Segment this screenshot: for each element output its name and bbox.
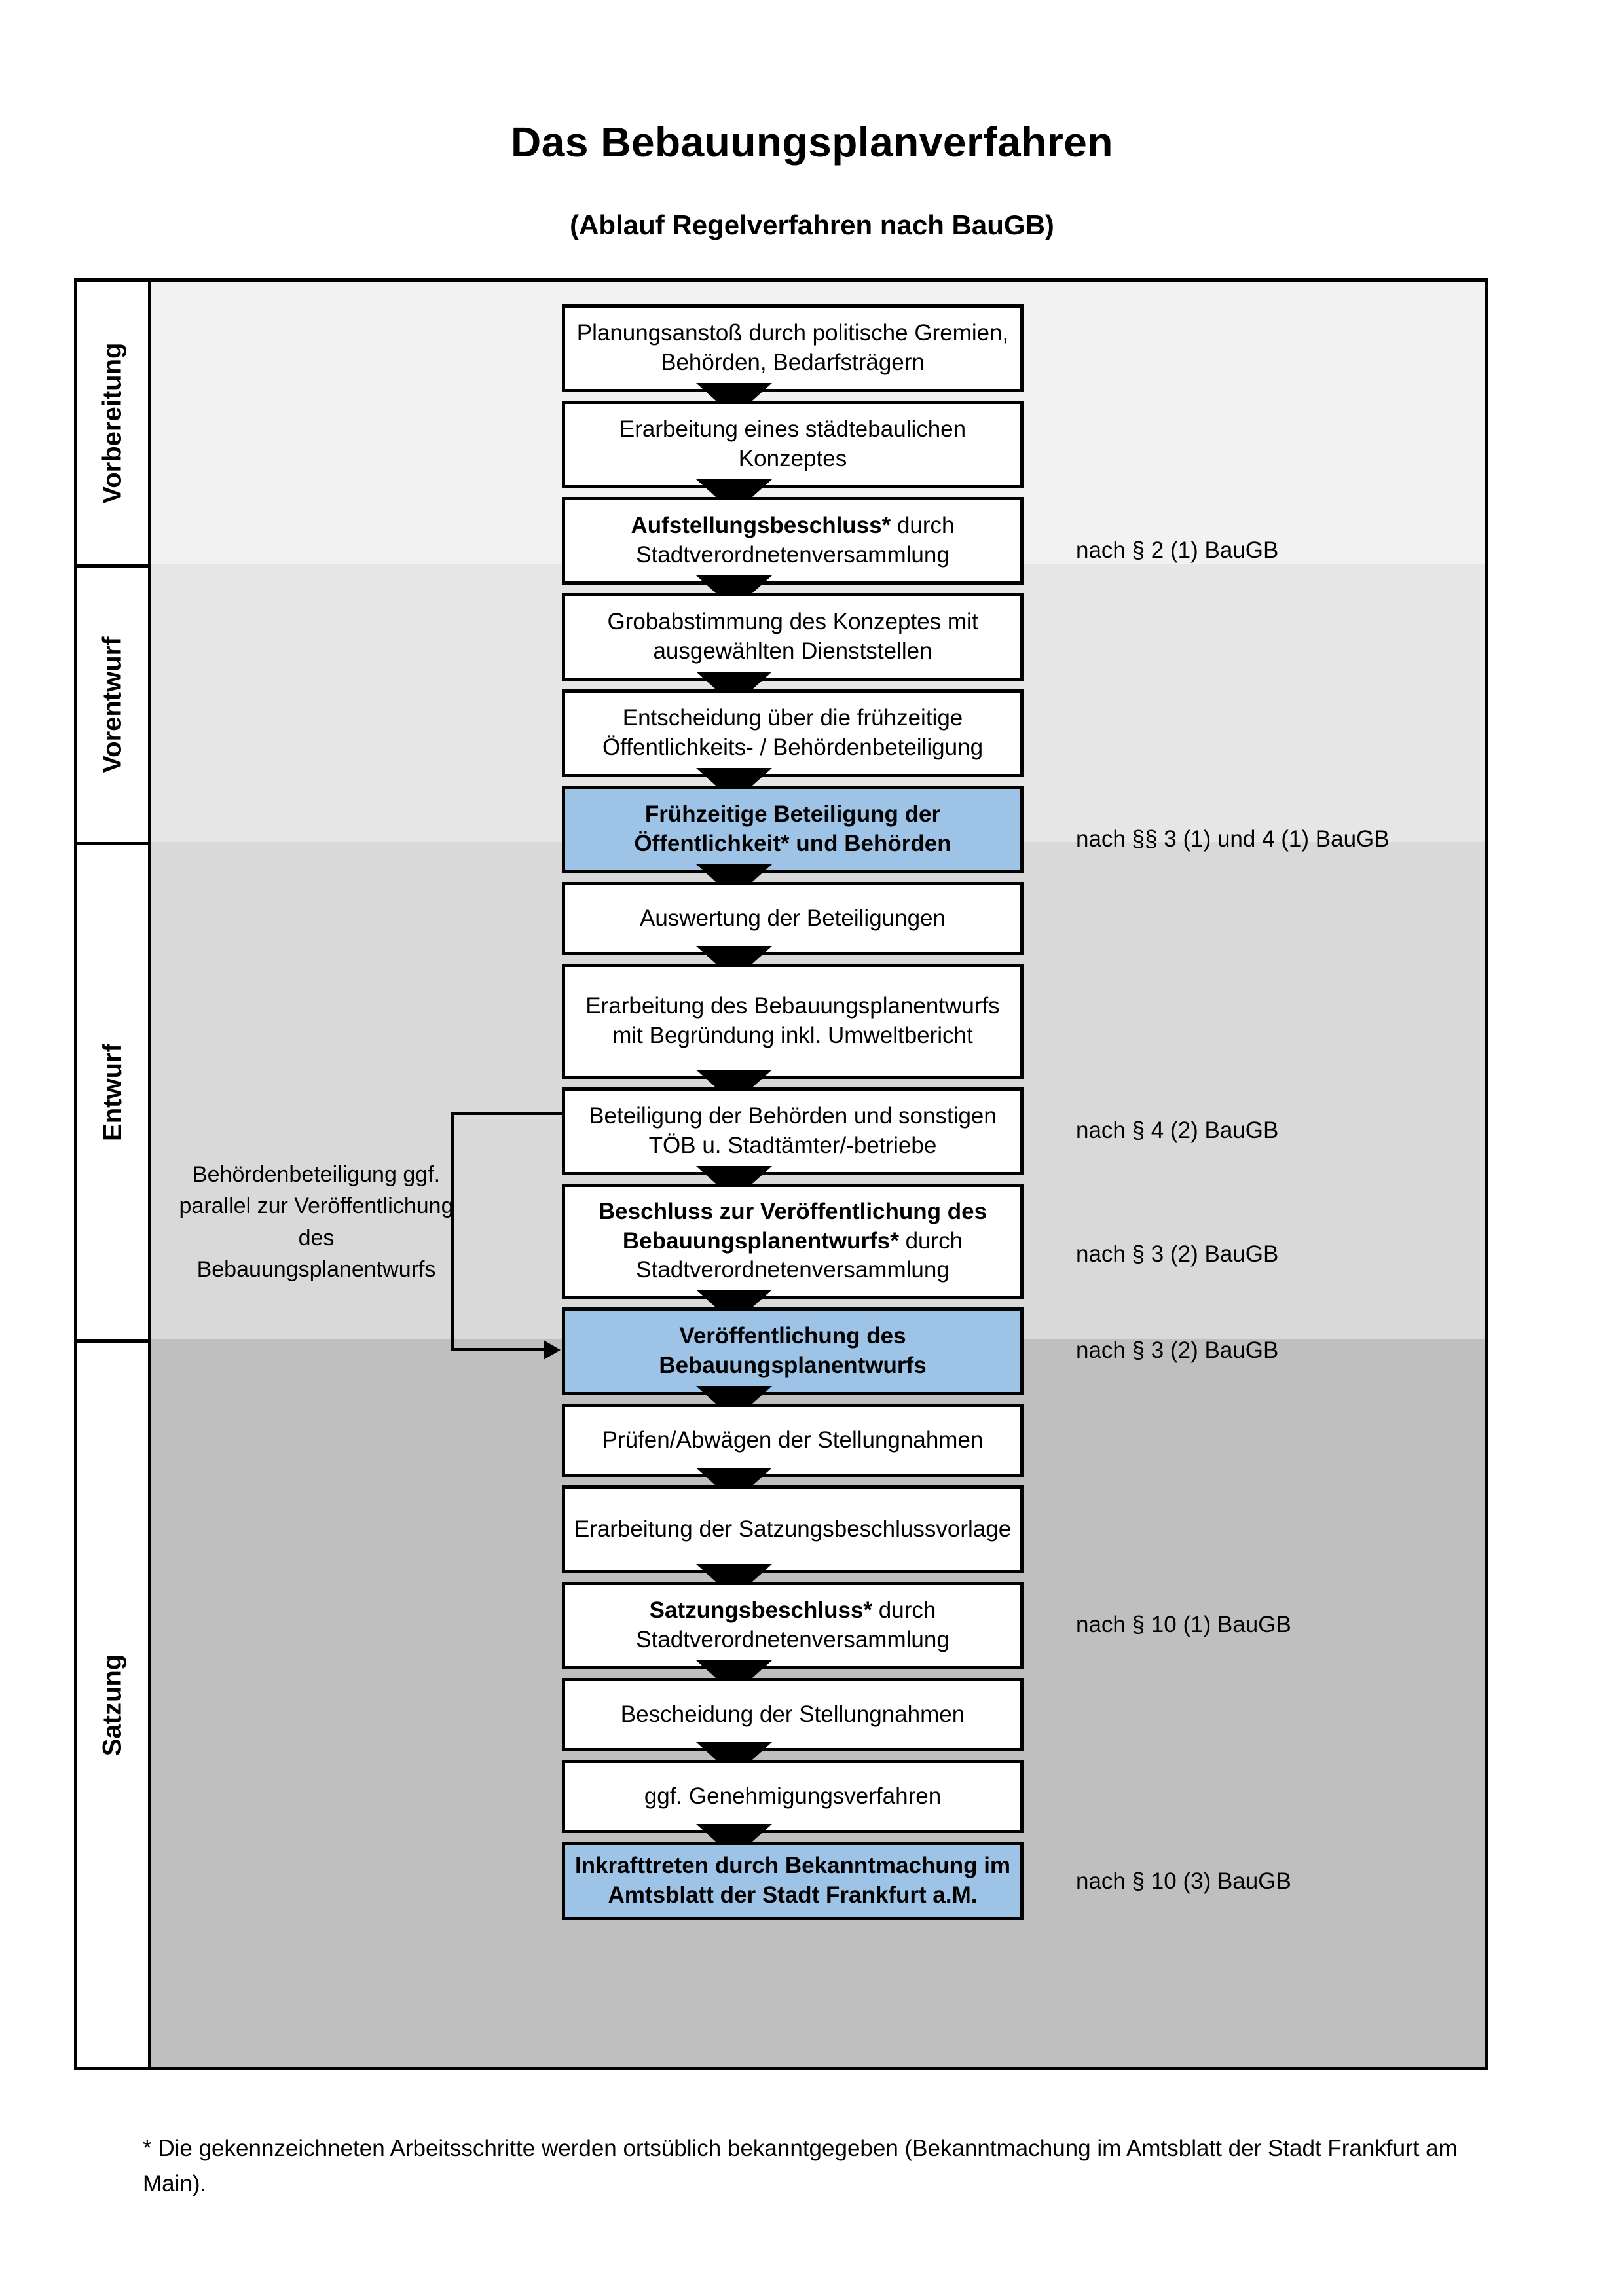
- flow-node-text: Bescheidung der Stellungnahmen: [620, 1701, 965, 1727]
- flow-node-text: ggf. Genehmigungsverfahren: [644, 1783, 942, 1809]
- flow-node-text-rest: durch Bekanntmachung im Amtsblatt der St…: [608, 1853, 1011, 1908]
- legal-reference-5: nach § 3 (2) BauGB: [1076, 1338, 1278, 1364]
- bypass-connector-vertical: [451, 1112, 454, 1351]
- flow-node-text-rest: durch Stadtverordnetenversammlung: [636, 1597, 950, 1652]
- footnote-text: * Die gekennzeichneten Arbeitsschritte w…: [143, 2136, 1458, 2197]
- phase-separator-3: [77, 1339, 148, 1343]
- phase-label-vorentwurf: Vorentwurf: [77, 568, 148, 842]
- bypass-connector-bottom: [451, 1348, 545, 1351]
- flow-node-text: Aufstellungsbeschluss* durch Stadtverord…: [573, 511, 1012, 570]
- flow-node-13[interactable]: Erarbeitung der Satzungsbeschlussvorlage: [562, 1485, 1024, 1573]
- phase-label-vorbereitung: Vorbereitung: [77, 282, 148, 564]
- flow-node-1[interactable]: Planungsanstoß durch politische Gremien,…: [562, 304, 1024, 392]
- legal-reference-6: nach § 10 (1) BauGB: [1076, 1612, 1291, 1638]
- flow-node-15[interactable]: Bescheidung der Stellungnahmen: [562, 1678, 1024, 1751]
- label-column-divider: [148, 282, 151, 2067]
- flow-node-text: Erarbeitung des Bebauungsplanentwurfs mi…: [585, 993, 1000, 1048]
- legal-reference-2: nach §§ 3 (1) und 4 (1) BauGB: [1076, 826, 1390, 852]
- flow-node-text: Inkrafttreten durch Bekanntmachung im Am…: [573, 1851, 1012, 1910]
- flowchart-frame: Vorbereitung Vorentwurf Entwurf Satzung …: [74, 278, 1488, 2070]
- flow-node-text: Veröffentlichung des Bebauungsplanentwur…: [659, 1323, 927, 1378]
- flow-node-bold-text: Beschluss zur Veröffentlichung des Bebau…: [598, 1198, 987, 1254]
- flow-node-text: Grobabstimmung des Konzeptes mit ausgewä…: [607, 609, 978, 664]
- phase-label-text: Vorentwurf: [98, 636, 127, 773]
- legal-reference-text: nach § 10 (1) BauGB: [1076, 1612, 1291, 1637]
- flow-node-text: Prüfen/Abwägen der Stellungnahmen: [602, 1427, 984, 1453]
- flow-node-bold-text: Satzungsbeschluss*: [649, 1597, 873, 1624]
- flow-node-text: Beschluss zur Veröffentlichung des Bebau…: [573, 1197, 1012, 1285]
- flow-node-4[interactable]: Grobabstimmung des Konzeptes mit ausgewä…: [562, 593, 1024, 681]
- flow-node-bold-text: Inkrafttreten: [574, 1853, 709, 1879]
- flow-node-text: Erarbeitung eines städtebaulichen Konzep…: [619, 416, 967, 471]
- flow-node-9[interactable]: Beteiligung der Behörden und sonstigen T…: [562, 1087, 1024, 1175]
- flow-node-3[interactable]: Aufstellungsbeschluss* durch Stadtverord…: [562, 497, 1024, 585]
- phase-label-text: Vorbereitung: [98, 342, 127, 503]
- phase-separator-1: [77, 564, 148, 568]
- legal-reference-4: nach § 3 (2) BauGB: [1076, 1241, 1278, 1267]
- flow-node-5[interactable]: Entscheidung über die frühzeitige Öffent…: [562, 689, 1024, 777]
- flow-node-text: Planungsanstoß durch politische Gremien,…: [576, 320, 1009, 375]
- flow-node-text-rest: durch Stadtverordnetenversammlung: [636, 513, 955, 568]
- phase-label-text: Satzung: [98, 1654, 127, 1756]
- flow-node-text: Auswertung der Beteiligungen: [640, 905, 946, 931]
- flow-node-7[interactable]: Auswertung der Beteiligungen: [562, 882, 1024, 955]
- page-subtitle: (Ablauf Regelverfahren nach BauGB): [570, 210, 1054, 240]
- phase-label-satzung: Satzung: [77, 1343, 148, 2067]
- legal-reference-text: nach § 2 (1) BauGB: [1076, 538, 1279, 563]
- bypass-connector-arrowhead: [544, 1340, 561, 1360]
- page-title: Das Bebauungsplanverfahren: [511, 118, 1113, 166]
- flow-node-11[interactable]: Veröffentlichung des Bebauungsplanentwur…: [562, 1307, 1024, 1395]
- flow-node-2[interactable]: Erarbeitung eines städtebaulichen Konzep…: [562, 401, 1024, 488]
- flow-node-12[interactable]: Prüfen/Abwägen der Stellungnahmen: [562, 1404, 1024, 1477]
- flow-node-17[interactable]: Inkrafttreten durch Bekanntmachung im Am…: [562, 1842, 1024, 1920]
- legal-reference-3: nach § 4 (2) BauGB: [1076, 1118, 1278, 1144]
- side-note-behoerdenbeteiligung: Behördenbeteiligung ggf. parallel zur Ve…: [179, 1159, 454, 1285]
- flow-node-text: Satzungsbeschluss* durch Stadtverordnete…: [573, 1596, 1012, 1655]
- side-note-text: Behördenbeteiligung ggf. parallel zur Ve…: [179, 1162, 454, 1282]
- legal-reference-text: nach § 3 (2) BauGB: [1076, 1241, 1279, 1267]
- legal-reference-1: nach § 2 (1) BauGB: [1076, 538, 1278, 564]
- legal-reference-text: nach §§ 3 (1) und 4 (1) BauGB: [1076, 826, 1390, 852]
- flow-node-text-rest: durch Stadtverordnetenversammlung: [636, 1228, 963, 1283]
- flow-node-16[interactable]: ggf. Genehmigungsverfahren: [562, 1760, 1024, 1833]
- legal-reference-text: nach § 4 (2) BauGB: [1076, 1118, 1279, 1143]
- phase-label-entwurf: Entwurf: [77, 845, 148, 1339]
- flow-node-6[interactable]: Frühzeitige Beteiligung der Öffentlichke…: [562, 786, 1024, 873]
- phase-label-text: Entwurf: [98, 1044, 127, 1141]
- flow-node-text: Erarbeitung der Satzungsbeschlussvorlage: [574, 1516, 1012, 1542]
- flow-node-text: Entscheidung über die frühzeitige Öffent…: [602, 705, 984, 760]
- flow-node-bold-text: Aufstellungsbeschluss*: [631, 513, 891, 539]
- legal-reference-text: nach § 3 (2) BauGB: [1076, 1338, 1279, 1363]
- flow-node-14[interactable]: Satzungsbeschluss* durch Stadtverordnete…: [562, 1582, 1024, 1669]
- flow-node-text: Frühzeitige Beteiligung der Öffentlichke…: [634, 801, 951, 856]
- phase-separator-2: [77, 842, 148, 845]
- legal-reference-text: nach § 10 (3) BauGB: [1076, 1868, 1291, 1894]
- footnote: * Die gekennzeichneten Arbeitsschritte w…: [143, 2131, 1498, 2202]
- bypass-connector-top: [451, 1112, 562, 1115]
- flow-node-8[interactable]: Erarbeitung des Bebauungsplanentwurfs mi…: [562, 964, 1024, 1079]
- legal-reference-7: nach § 10 (3) BauGB: [1076, 1868, 1291, 1895]
- flow-node-10[interactable]: Beschluss zur Veröffentlichung des Bebau…: [562, 1184, 1024, 1299]
- flow-node-text: Beteiligung der Behörden und sonstigen T…: [589, 1103, 997, 1158]
